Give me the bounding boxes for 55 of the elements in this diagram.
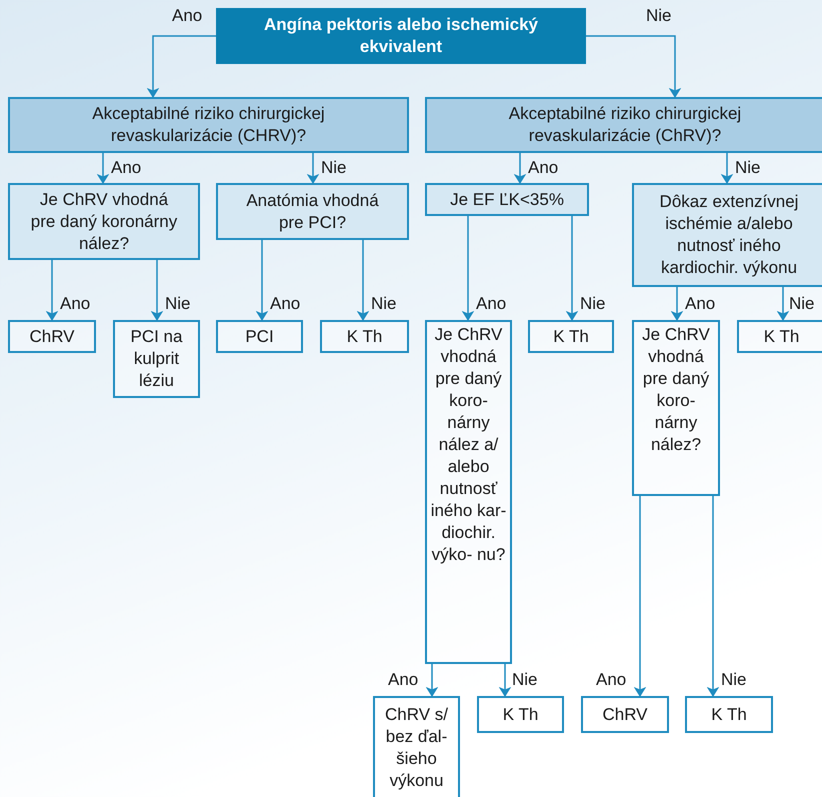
arrow [98,153,108,184]
edge-label: Ano [685,294,716,314]
edge-label: Ano [388,670,418,690]
edge-label: Ano [111,158,142,178]
edge-label: Nie [512,670,538,690]
edge-label: Ano [60,294,90,314]
arrow [708,496,718,696]
arrow [722,153,732,184]
edge-label: Nie [646,6,672,26]
arrow [358,240,368,320]
edge-label: Ano [476,294,506,314]
outcome-box: K Th [320,320,409,353]
edge-label: Ano [528,158,558,178]
outcome-box: ChRV [8,320,96,353]
arrow [148,35,216,98]
decision-box: Je ChRV vhodná pre daný koro- nárny nález a/ alebo nutnosť iného kar- diochir. výko- nu? [425,320,512,664]
edge-label: Ano [270,294,300,314]
decision-box: Je ChRV vhodná pre daný koro- nárny nález? [632,320,720,496]
edge-label: Ano [172,6,202,26]
arrow [672,287,682,320]
outcome-box: K Th [477,696,564,733]
arrow [152,260,162,320]
decision-box: Akceptabilné riziko chirurgickej revaskularizácie (CHRV)? [8,97,409,153]
arrow [566,216,578,320]
arrow [462,216,474,320]
edge-label: Nie [321,158,347,178]
outcome-box: PCI [216,320,303,353]
decision-box: Je ChRV vhodná pre daný koronárny nález? [8,183,200,260]
edge-label: Nie [735,158,761,178]
arrow [634,496,646,696]
arrow [500,664,510,696]
edge-label: Nie [371,294,397,314]
title-box: Angína pektoris alebo ischemický ekvivalent [216,8,586,64]
arrow [308,153,318,184]
decision-box: Dôkaz extenzívnej ischémie a/alebo nutnosť iného kardiochir. výkonu [632,183,822,287]
edge-label: Nie [789,294,815,314]
edge-label: Ano [596,670,626,690]
outcome-box: ChRV [581,696,669,733]
arrow [514,153,526,184]
outcome-box: K Th [528,320,614,353]
decision-box: Je EF ĽK<35% [425,183,589,216]
edge-label: Nie [580,294,606,314]
arrow [46,260,58,320]
outcome-box: ChRV s/ bez ďal- šieho výkonu [373,696,460,797]
outcome-box: PCI na kulprit léziu [113,320,200,398]
arrow [586,35,680,98]
arrow [426,664,438,696]
edge-label: Nie [721,670,747,690]
arrow [778,287,788,320]
outcome-box: K Th [737,320,822,353]
decision-box: Akceptabilné riziko chirurgickej revaskularizácie (ChRV)? [425,97,822,153]
arrow [256,240,268,320]
decision-box: Anatómia vhodná pre PCI? [216,183,409,240]
edge-label: Nie [165,294,191,314]
outcome-box: K Th [685,696,773,733]
